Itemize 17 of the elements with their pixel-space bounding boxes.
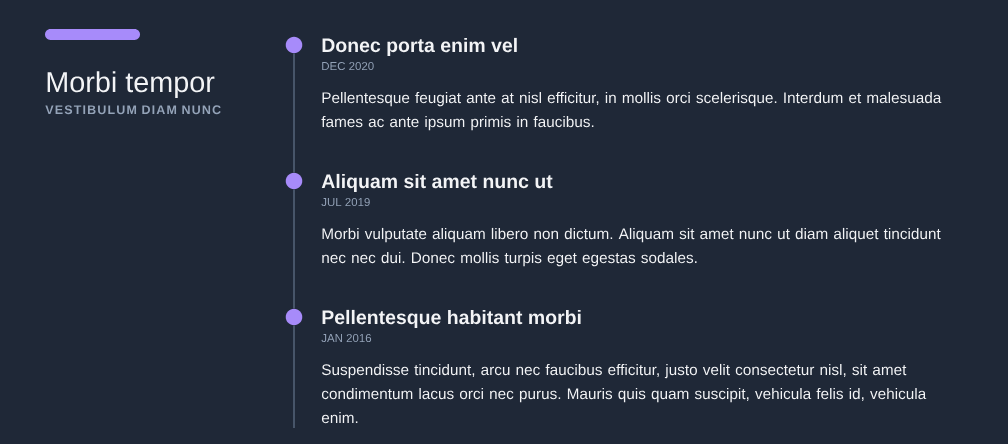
timeline-dot — [285, 308, 303, 326]
subheading: VESTIBULUM DIAM NUNC — [45, 105, 221, 115]
entry-title: Donec porta enim vel — [322, 37, 517, 57]
heading: Morbi tempor — [47, 71, 215, 98]
body-text: Suspendisse tincidunt, arcu nec faucibus efficitur, justo velit consectetur nisl, sit amet condimentum lacus orci nec purus. Mauris quis quam suscipit, vehicula felis id, vehicula enim. — [321, 363, 927, 424]
timeline-line — [293, 52, 295, 174]
body-text: Pellentesque feugiat ante at nisl efficitur, in mollis orci scelerisque. Interdum et malesuada fames ac ante ipsum primis in faucibus. — [321, 91, 942, 131]
date-label: JUL 2019 — [321, 198, 370, 207]
body-text: Morbi vulputate aliquam libero non dictum. Aliquam sit amet nunc ut diam aliquet tincidunt nec nec dui. Donec mollis turpis eget egestas sodales. — [322, 227, 941, 267]
entry-title: Pellentesque habitant morbi — [322, 309, 581, 329]
timeline-dot — [285, 172, 303, 190]
entry-title: Aliquam sit amet nunc ut — [321, 173, 553, 193]
date-label: DEC 2020 — [322, 62, 374, 71]
timeline-line — [293, 324, 295, 429]
date-label: JAN 2016 — [321, 334, 372, 343]
timeline-line — [293, 188, 295, 310]
timeline-dot — [285, 36, 303, 54]
